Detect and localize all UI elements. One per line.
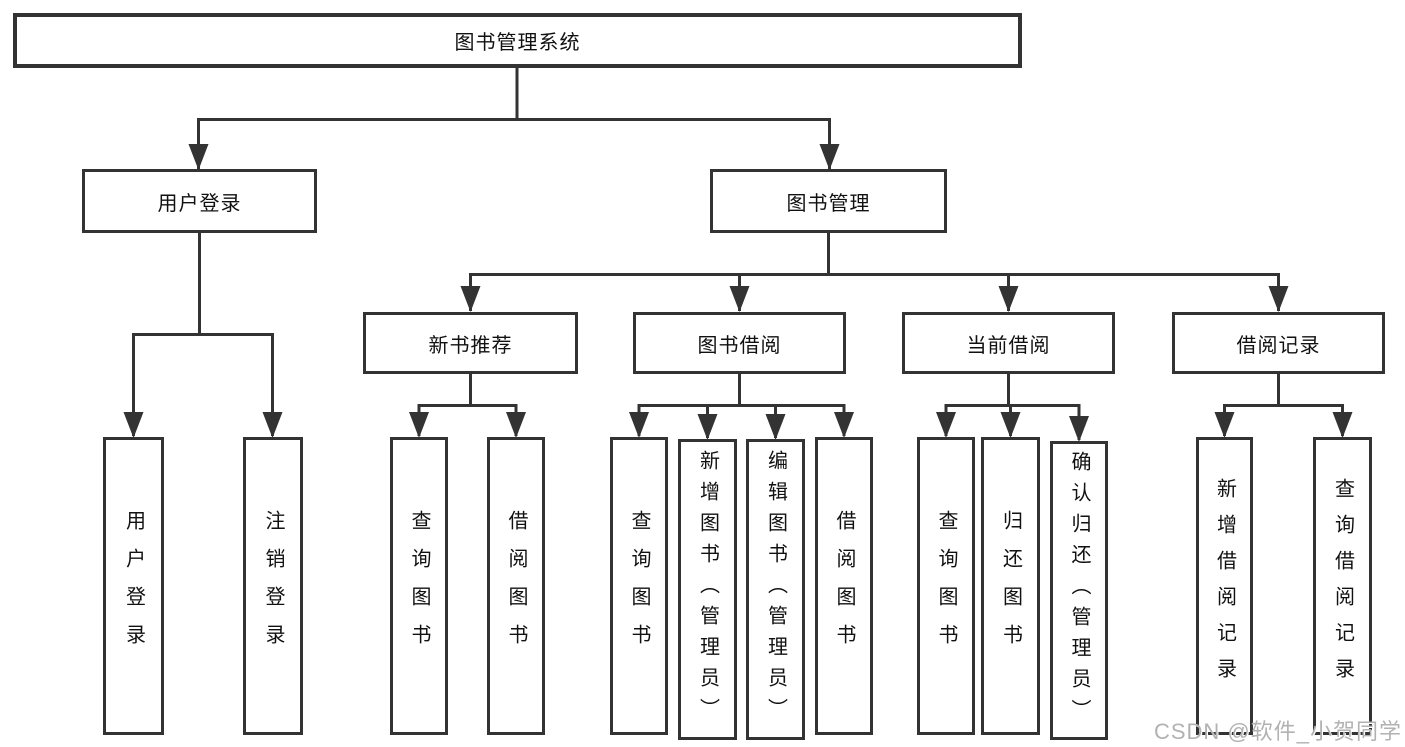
arrow-down-icon — [409, 412, 429, 438]
edge-bookmgmt-span — [469, 273, 1280, 311]
arrow-down-icon — [1000, 412, 1021, 438]
edge-borrow-span — [637, 404, 846, 436]
node-label: 确认归还（管理员） — [1068, 451, 1090, 730]
node-book-management: 图书管理 — [710, 169, 947, 233]
tree-arrowheads — [123, 144, 1353, 442]
node-label: 新书推荐 — [428, 334, 513, 357]
edge-userlogin-span — [132, 333, 274, 436]
arrow-down-icon — [729, 286, 750, 312]
node-label: 图书借阅 — [697, 334, 782, 357]
leaf-user-login: 用户登录 — [103, 437, 164, 735]
node-label: 图书管理 — [786, 192, 871, 215]
arrow-down-icon — [506, 412, 526, 438]
node-label: 当前借阅 — [966, 334, 1051, 357]
leaf-add-borrow-record: 新增借阅记录 — [1196, 437, 1253, 735]
node-label: 借阅图书 — [505, 510, 527, 662]
node-new-book-recommendation: 新书推荐 — [363, 312, 578, 374]
edge-level1-span — [197, 118, 831, 169]
leaf-edit-book-admin: 编辑图书（管理员） — [746, 439, 805, 740]
arrow-down-icon — [123, 412, 144, 438]
node-label: 归还图书 — [999, 510, 1022, 662]
arrow-down-icon — [819, 144, 840, 170]
leaf-confirm-return-admin: 确认归还（管理员） — [1050, 441, 1108, 740]
node-label: 注销登录 — [262, 510, 284, 662]
leaf-query-borrow-record: 查询借阅记录 — [1313, 437, 1372, 735]
edge-newbook-span — [417, 404, 518, 436]
arrow-down-icon — [1268, 286, 1289, 312]
arrow-down-icon — [460, 286, 481, 312]
node-label: 图书管理系统 — [454, 32, 581, 54]
node-label: 用户登录 — [122, 510, 145, 662]
leaf-return-books: 归还图书 — [981, 437, 1040, 735]
arrow-down-icon — [697, 414, 718, 440]
node-label: 查询借阅记录 — [1331, 478, 1354, 694]
node-label: 借阅记录 — [1236, 334, 1321, 357]
node-label: 用户登录 — [157, 192, 242, 215]
leaf-query-books-recommend: 查询图书 — [390, 437, 448, 735]
leaf-query-books-borrowing: 查询图书 — [610, 437, 668, 735]
node-book-borrowing: 图书借阅 — [633, 312, 846, 374]
node-library-management-system: 图书管理系统 — [13, 13, 1022, 68]
arrow-down-icon — [936, 412, 956, 438]
arrow-down-icon — [1214, 412, 1235, 438]
arrow-down-icon — [1332, 412, 1353, 438]
node-user-login: 用户登录 — [82, 169, 317, 233]
leaf-borrow-books-recommend: 借阅图书 — [487, 437, 545, 735]
node-label: 查询图书 — [628, 510, 650, 662]
node-current-borrowing: 当前借阅 — [902, 312, 1115, 374]
leaf-borrow-books-borrowing: 借阅图书 — [815, 437, 873, 735]
arrow-down-icon — [188, 144, 209, 170]
edge-records-span — [1223, 404, 1344, 436]
leaf-logout: 注销登录 — [243, 437, 303, 735]
node-label: 编辑图书（管理员） — [764, 450, 787, 729]
node-label: 查询图书 — [408, 510, 430, 662]
tree-edges — [132, 66, 1344, 440]
node-label: 借阅图书 — [833, 510, 855, 662]
arrow-down-icon — [1069, 416, 1089, 442]
leaf-add-book-admin: 新增图书（管理员） — [678, 439, 737, 740]
node-label: 新增借阅记录 — [1213, 478, 1236, 694]
node-label: 新增图书（管理员） — [696, 450, 719, 729]
arrow-down-icon — [262, 412, 283, 438]
arrow-down-icon — [998, 286, 1019, 312]
node-label: 查询图书 — [935, 510, 957, 662]
arrow-down-icon — [629, 412, 649, 438]
arrow-down-icon — [834, 412, 854, 438]
node-borrowing-records: 借阅记录 — [1172, 312, 1385, 374]
leaf-query-books-current: 查询图书 — [917, 437, 975, 735]
arrow-down-icon — [765, 414, 786, 440]
watermark-text: CSDN @软件_小贺同学 — [1153, 719, 1402, 744]
